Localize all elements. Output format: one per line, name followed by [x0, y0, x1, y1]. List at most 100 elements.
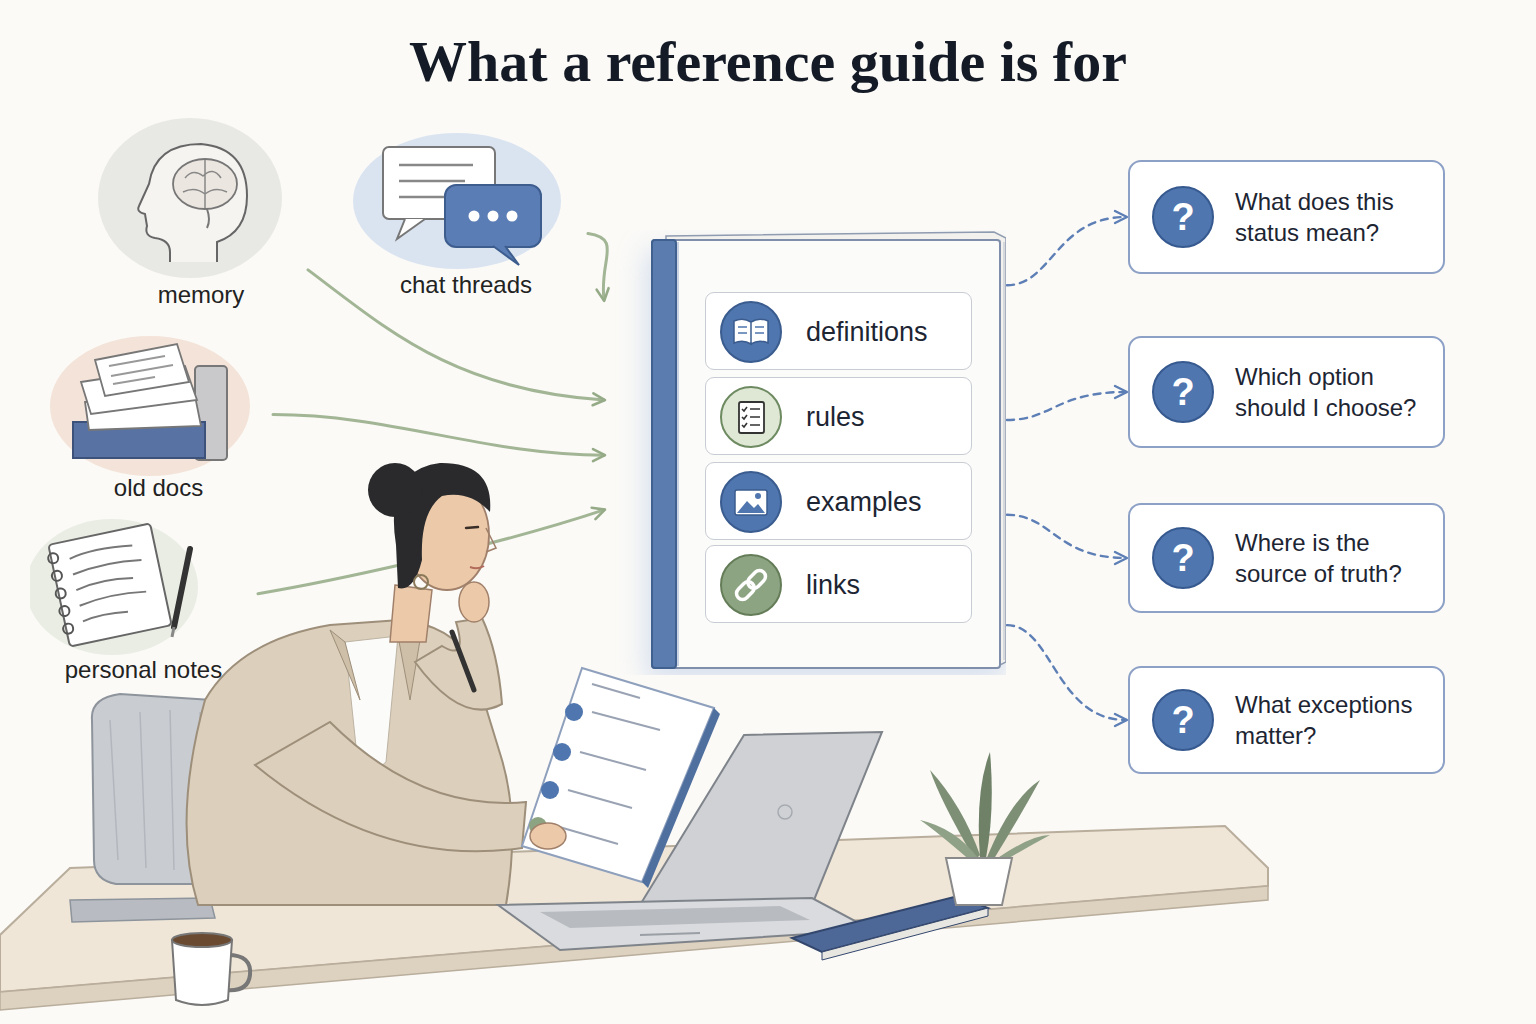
- flow-arrow: [273, 415, 604, 456]
- source-caption: chat threads: [345, 270, 587, 300]
- drawing-part: [445, 185, 541, 247]
- question-icon: ?: [1152, 689, 1214, 751]
- section-label: rules: [806, 400, 865, 434]
- dashed-arrow: [1007, 217, 1126, 285]
- drawing-part: [507, 211, 518, 222]
- section-icon: [706, 546, 796, 624]
- drawing-part: [45, 523, 171, 647]
- drawing-part: [553, 743, 571, 761]
- drawing-part: [255, 722, 526, 851]
- drawing-part: [721, 302, 781, 362]
- drawing-part: [368, 463, 422, 517]
- drawing-part: [172, 940, 232, 1005]
- drawing-part: [172, 627, 174, 637]
- drawing-part: [172, 933, 232, 947]
- drawing-part: [109, 356, 173, 384]
- laptop: [498, 732, 882, 950]
- drawing-part: [530, 823, 566, 849]
- drawing-part: [493, 246, 519, 265]
- question-icon: ?: [1152, 527, 1214, 589]
- drawing-part: [98, 118, 282, 278]
- drawing-part: [58, 605, 70, 617]
- question-icon: ?: [1152, 186, 1214, 248]
- source-item: memory: [95, 110, 307, 315]
- diagram-title: What a reference guide is for: [0, 26, 1536, 98]
- section-label: definitions: [806, 315, 928, 349]
- book-section: examples: [705, 462, 972, 540]
- dashed-arrow: [1007, 515, 1126, 558]
- drawing-part: [640, 933, 700, 935]
- drawing-part: [0, 886, 1268, 1010]
- drawing-part: [469, 211, 480, 222]
- drawing-part: [138, 144, 247, 262]
- drawing-part: [540, 906, 810, 928]
- drawing-part: [95, 344, 189, 396]
- drawing-part: [737, 501, 765, 513]
- drawing-part: [69, 541, 151, 621]
- drawing-part: [979, 752, 992, 858]
- book-section: definitions: [705, 292, 972, 370]
- section-icon: [706, 293, 796, 371]
- book-section: rules: [705, 377, 972, 455]
- drawing-part: [556, 684, 660, 844]
- question-text: What does this status mean?: [1235, 186, 1435, 248]
- drawing-part: [541, 781, 559, 799]
- source-caption: memory: [95, 280, 307, 310]
- drawing-part: [414, 575, 428, 589]
- drawing-part: [397, 219, 425, 239]
- source-item: personal notes: [30, 515, 257, 690]
- drawing-part: [470, 566, 484, 568]
- drawing-part: [565, 703, 583, 721]
- drawing-part: [390, 585, 432, 642]
- drawing-part: [207, 209, 209, 228]
- drawing-part: [721, 555, 781, 615]
- question-box: ? What exceptions matter?: [1128, 666, 1445, 774]
- section-icon: [706, 463, 796, 541]
- flow-arrow: [588, 234, 607, 300]
- drawing-part: [62, 623, 74, 635]
- drawing-part: [48, 523, 171, 646]
- question-text: What exceptions matter?: [1235, 689, 1435, 751]
- drawing-part: [920, 820, 978, 862]
- drawing-part: [745, 568, 768, 591]
- drawing-part: [488, 211, 499, 222]
- drawing-part: [755, 493, 761, 499]
- question-box: ? Where is the source of truth?: [1128, 503, 1445, 613]
- drawing-part: [47, 552, 59, 564]
- drawing-part: [721, 387, 781, 447]
- drawing-part: [666, 232, 1006, 668]
- section-icon: [706, 378, 796, 456]
- question-box: ? What does this status mean?: [1128, 160, 1445, 274]
- drawing-part: [30, 519, 198, 655]
- reference-book: definitions rules examples links: [606, 230, 1006, 675]
- drawing-part: [459, 582, 489, 622]
- question-icon: ?: [1152, 361, 1214, 423]
- drawing-part: [734, 568, 768, 602]
- dashed-arrow: [1007, 392, 1126, 420]
- drawing-part: [778, 805, 792, 819]
- section-label: examples: [806, 485, 922, 519]
- drawing-part: [721, 472, 781, 532]
- source-caption: personal notes: [30, 655, 257, 685]
- section-label: links: [806, 568, 860, 602]
- source-item: chat threads: [345, 125, 587, 300]
- mug: [172, 933, 250, 1005]
- drawing-part: [822, 908, 988, 960]
- woman-figure: [187, 463, 526, 905]
- drawing-part: [946, 858, 1012, 905]
- question-text: Where is the source of truth?: [1235, 527, 1435, 589]
- drawing-part: [652, 240, 1000, 668]
- drawing-part: [174, 549, 190, 627]
- drawing-part: [353, 133, 561, 269]
- drawing-part: [750, 409, 760, 425]
- drawing-part: [652, 240, 676, 668]
- drawing-part: [51, 570, 63, 582]
- question-box: ?Which option should I choose?: [1128, 336, 1445, 448]
- drawing-part: [173, 159, 237, 209]
- drawing-part: [739, 402, 764, 433]
- drawing-part: [640, 732, 882, 905]
- potted-plant: [920, 752, 1050, 905]
- drawing-part: [415, 618, 502, 710]
- source-item: old docs: [45, 330, 272, 510]
